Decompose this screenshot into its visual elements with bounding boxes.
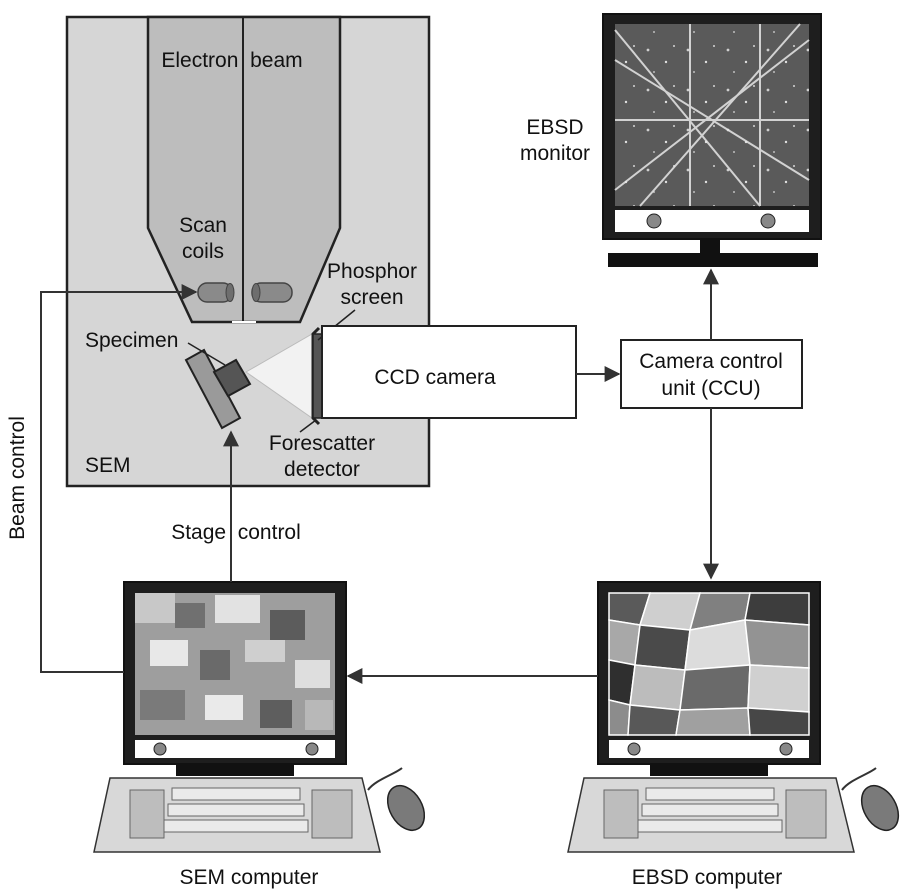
electron-beam-label: Electron beam	[161, 49, 302, 72]
forescatter-label-line1: Forescatter	[269, 432, 375, 455]
ccu-label-line1: Camera control	[639, 350, 783, 373]
sem-grain-texture	[135, 593, 333, 730]
ebsd-computer-label: EBSD computer	[632, 866, 783, 889]
sem-computer-label: SEM computer	[180, 866, 319, 889]
beam-control-arrow	[40, 284, 198, 673]
sem-computer	[93, 581, 426, 853]
kikuchi-bands	[614, 23, 810, 207]
ccd-camera: CCD camera	[321, 325, 577, 419]
monitor-neck	[700, 239, 720, 253]
forescatter-label-line2: detector	[284, 458, 360, 481]
ccu-label-line2: unit (CCU)	[661, 377, 760, 400]
keyboard-icon	[93, 777, 381, 853]
ebsd-monitor-label-line2: monitor	[520, 142, 590, 165]
forescatter-pointer	[299, 419, 317, 433]
ebsd-computer	[567, 581, 900, 853]
ccd-camera-label: CCD camera	[374, 366, 496, 389]
ebsd-grain-map	[608, 592, 810, 736]
monitor-base	[608, 253, 818, 267]
sem-chamber: Electron beam Scan coils Specimen SEM	[65, 15, 431, 488]
specimen-stage	[184, 348, 252, 430]
specimen-pointer	[187, 342, 226, 366]
scan-coils-label-line1: Scan	[179, 214, 227, 237]
specimen	[212, 358, 252, 398]
sem-label: SEM	[85, 454, 131, 477]
beam-control-label: Beam control	[6, 416, 29, 540]
phosphor-screen-label-line1: Phosphor	[327, 260, 417, 283]
mouse-icon	[841, 767, 900, 832]
camera-control-unit: Camera control unit (CCU)	[620, 339, 803, 409]
stage-control-label: Stage control	[171, 521, 301, 544]
ebsd-monitor-label-line1: EBSD	[526, 116, 583, 139]
specimen-holder	[184, 348, 242, 430]
ebsd-monitor	[602, 13, 822, 267]
scan-coil-right	[251, 282, 293, 303]
specimen-label: Specimen	[85, 329, 178, 352]
scan-coils-label-line2: coils	[182, 240, 224, 263]
scan-coil-left	[197, 282, 235, 303]
connections	[40, 268, 719, 684]
phosphor-screen	[311, 326, 323, 426]
mouse-icon	[367, 767, 426, 832]
phosphor-screen-label-line2: screen	[340, 286, 403, 309]
keyboard-icon	[567, 777, 855, 853]
